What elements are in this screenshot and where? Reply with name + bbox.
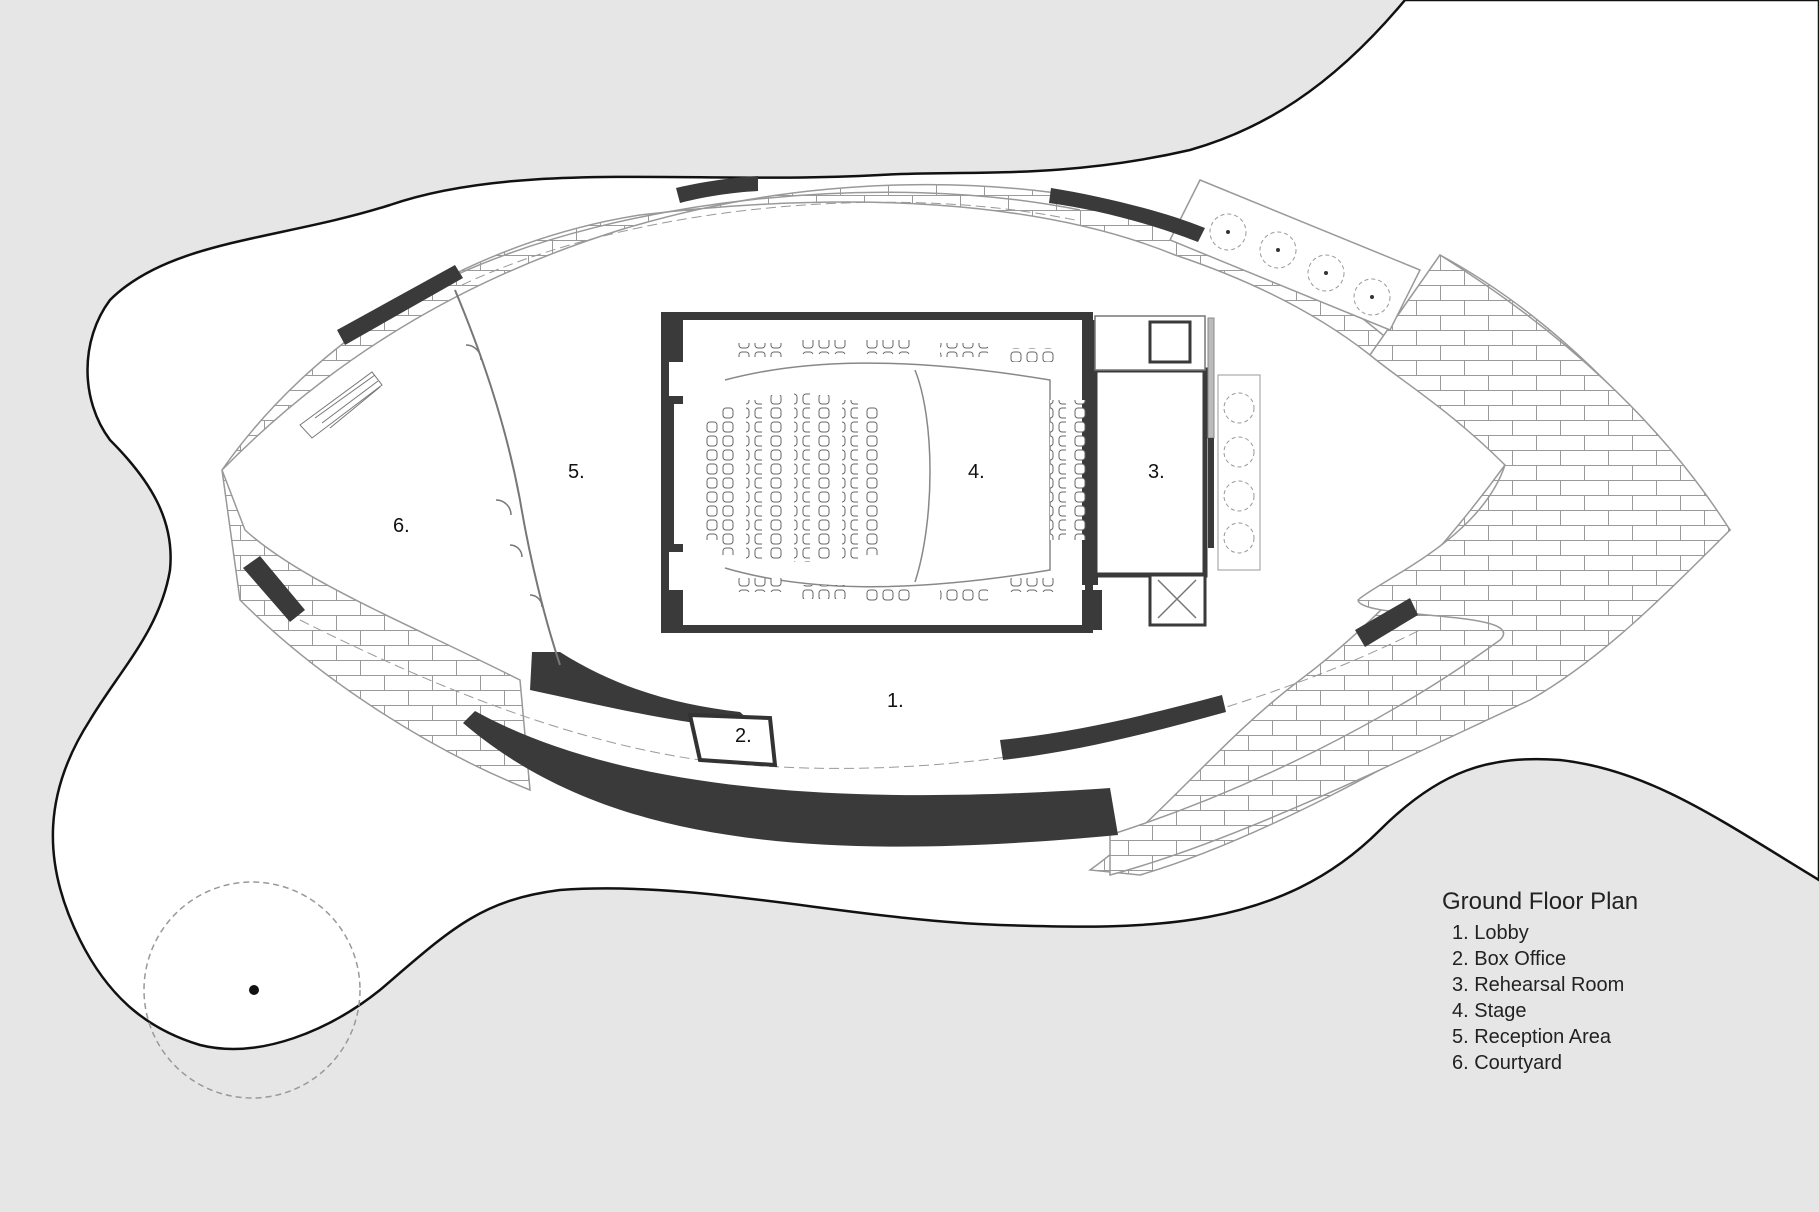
legend-item: 4. Stage	[1452, 1000, 1527, 1022]
planter-trees	[1209, 213, 1391, 316]
east-plaza	[1109, 253, 1731, 876]
label-box-office: 2.	[735, 725, 752, 747]
planter-column	[1217, 374, 1261, 571]
label-reception-area: 5.	[568, 461, 585, 483]
legend-item: 2. Box Office	[1452, 948, 1567, 970]
theatre-block	[661, 312, 1102, 633]
legend-item: 3. Rehearsal Room	[1452, 974, 1625, 996]
legend-item: 1. Lobby	[1452, 922, 1529, 944]
label-rehearsal-room: 3.	[1148, 461, 1165, 483]
legend-item: 6. Courtyard	[1452, 1052, 1563, 1074]
tree-symbol	[143, 881, 361, 1099]
audience-seating	[702, 340, 1087, 602]
label-courtyard: 6.	[393, 515, 410, 537]
rehearsal-block	[1092, 315, 1215, 627]
legend-item: 5. Reception Area	[1452, 1026, 1611, 1048]
plan-legend: Ground Floor Plan 1. Lobby 2. Box Office…	[1442, 888, 1638, 1076]
label-lobby: 1.	[887, 690, 904, 712]
legend-list: 1. Lobby 2. Box Office 3. Rehearsal Room…	[1442, 920, 1638, 1076]
courtyard-stair	[299, 371, 383, 439]
label-stage: 4.	[968, 461, 985, 483]
curved-walls	[243, 176, 1418, 847]
legend-title: Ground Floor Plan	[1442, 888, 1639, 915]
box-office-room	[687, 712, 778, 768]
